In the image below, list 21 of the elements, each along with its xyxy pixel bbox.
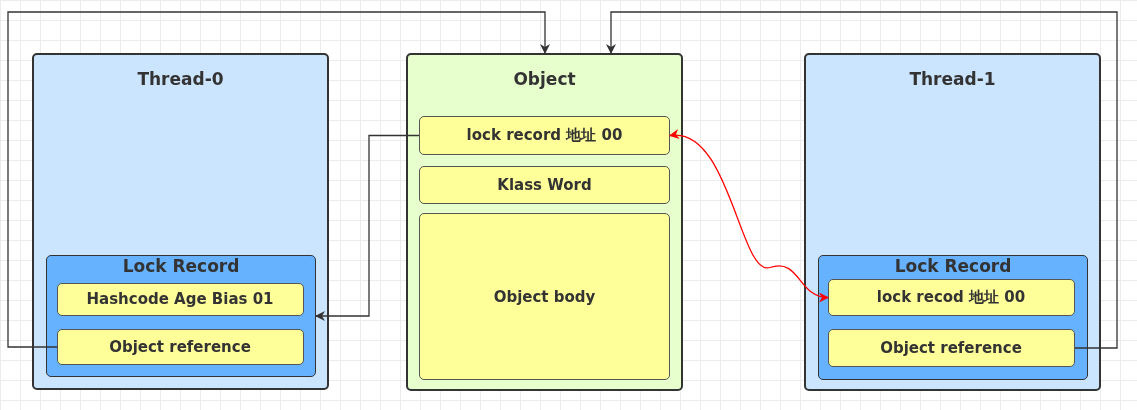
thread-box	[32, 53, 329, 390]
field-box: Object reference	[827, 328, 1075, 367]
field-box: lock record 地址 00	[419, 116, 670, 155]
box-title: Object	[512, 69, 577, 89]
field-box: Object reference	[56, 328, 304, 365]
object-box	[406, 53, 683, 391]
arrow	[669, 130, 829, 302]
lock-record-box	[818, 255, 1088, 380]
box-title: Lock Record	[893, 256, 1013, 276]
box-title: Thread-0	[136, 69, 225, 89]
box-title: Thread-1	[908, 69, 997, 89]
field-box: Klass Word	[419, 166, 670, 204]
arrow	[7, 11, 550, 348]
arrow	[606, 11, 1118, 349]
field-box: Object body	[419, 213, 670, 380]
box-title: Lock Record	[121, 256, 241, 276]
arrow	[315, 134, 420, 321]
lock-record-box	[46, 255, 316, 377]
field-box: lock recod 地址 00	[827, 278, 1075, 316]
thread-box	[804, 53, 1101, 391]
field-box: Hashcode Age Bias 01	[56, 282, 304, 316]
